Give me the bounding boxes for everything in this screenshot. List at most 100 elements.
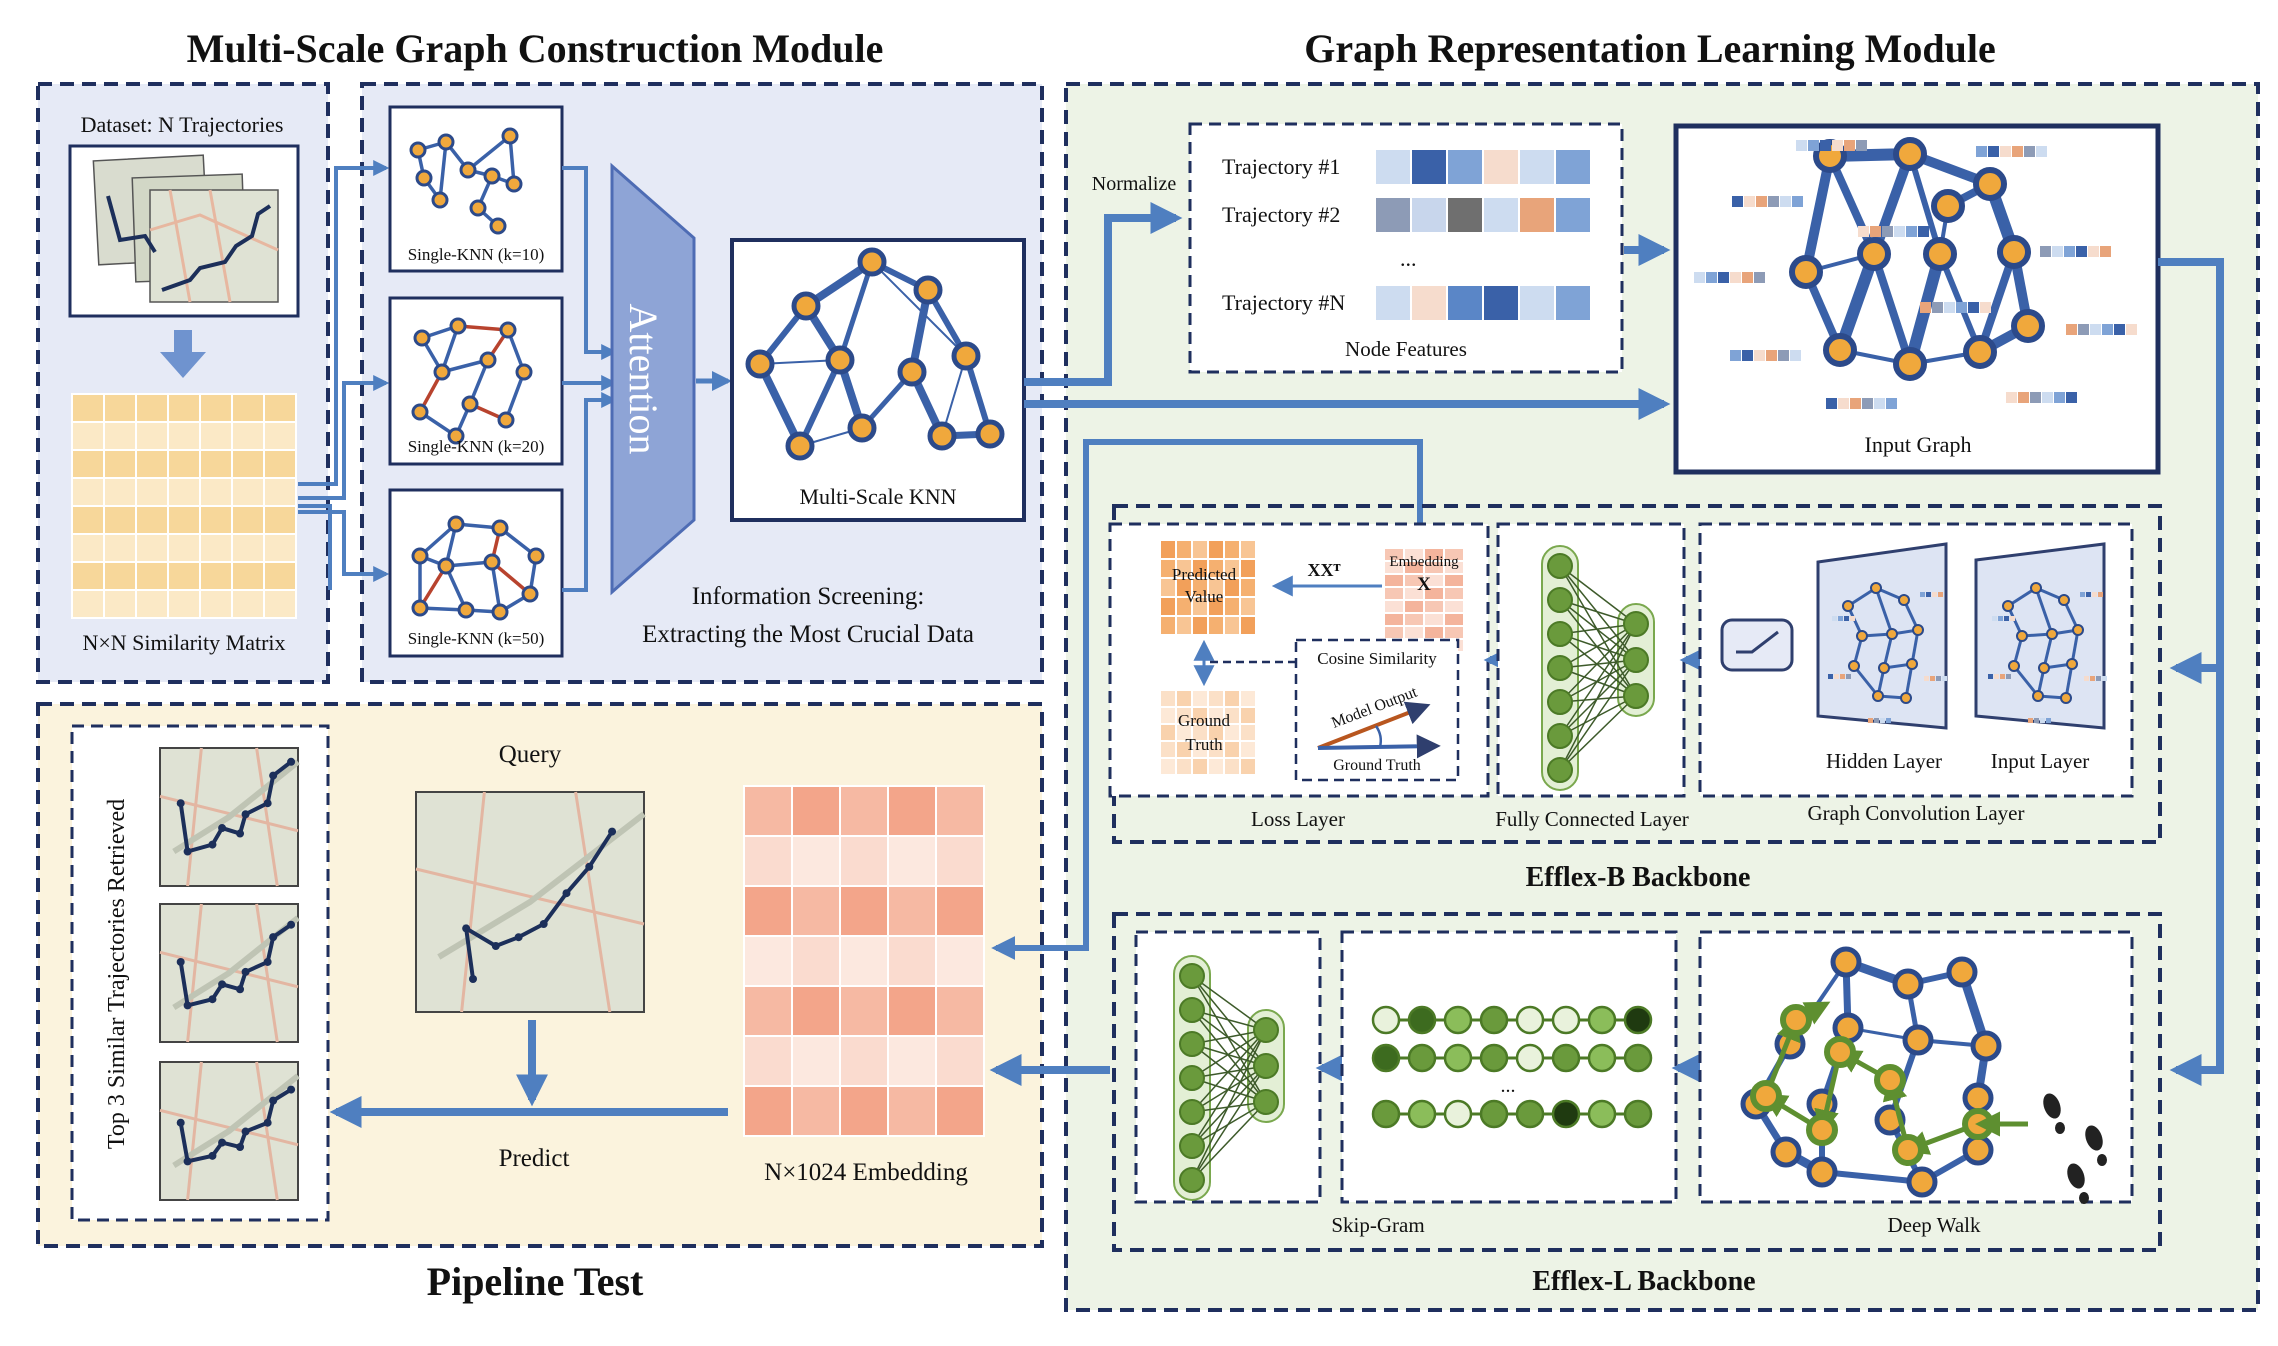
feature-strip-cell (1754, 272, 1765, 283)
feature-strip-cell (2084, 676, 2089, 681)
matrix-cell (199, 477, 233, 507)
walk-node (1479, 1005, 1509, 1035)
matrix-cell (135, 421, 169, 451)
fc-edge (1191, 1029, 1267, 1079)
embedding-cell (1383, 599, 1405, 614)
feature-strip-cell (1756, 196, 1767, 207)
fc-edge (1559, 623, 1637, 771)
feature-cell (1484, 150, 1518, 184)
predicted-cell (1207, 539, 1225, 560)
feature-strip-cell (1894, 226, 1905, 237)
trajectory-point (241, 810, 250, 819)
graph-edge (1869, 152, 1915, 256)
predicted-cell (1239, 596, 1257, 617)
feature-strip-cell (2096, 676, 2101, 681)
graph-node (1770, 1136, 1802, 1168)
trajectory-1-label: Trajectory #1 (1222, 154, 1340, 179)
feature-cell (1376, 150, 1410, 184)
matrix-cell (231, 589, 265, 619)
multiscale-knn-label: Multi-Scale KNN (799, 484, 956, 509)
walk-node (1371, 1099, 1401, 1129)
knn20-label: Single-KNN (k=20) (408, 437, 545, 456)
multiscale-output-arrows (1024, 202, 1671, 420)
feature-cell (1484, 198, 1518, 232)
trajectory-point (287, 1085, 296, 1094)
ground-truth-box-line2: Truth (1185, 735, 1223, 754)
embedding-output-cell (935, 1085, 985, 1137)
walk-visited-node (1806, 1114, 1838, 1146)
fc-edge (1191, 1009, 1267, 1103)
embedding-output-cell (743, 885, 793, 937)
feature-strip-cell (2066, 392, 2077, 403)
embedding-output-cell (743, 985, 793, 1037)
matrix-cell (71, 589, 105, 619)
graph-node (1789, 255, 1823, 289)
graph-node (1823, 333, 1857, 367)
matrix-cell (71, 393, 105, 423)
graph-node (1906, 1166, 1938, 1198)
graph-edge (871, 261, 967, 357)
graph-node (483, 167, 501, 185)
skipgram-network (1173, 955, 1285, 1201)
feature-strip-cell (1730, 350, 1741, 361)
input-layer-label: Input Layer (1991, 749, 2090, 773)
graph-edge (756, 362, 804, 448)
matrix-cell (135, 505, 169, 535)
feature-cell (1376, 198, 1410, 232)
embedding-output-cell (839, 1035, 889, 1087)
feature-strip-cell (2054, 392, 2065, 403)
matrix-cell (103, 589, 137, 619)
input-graph-to-backbones (2158, 258, 2224, 1086)
predicted-cell (1159, 615, 1177, 636)
ground-truth-box-line1: Ground (1178, 711, 1230, 730)
feature-strip-cell (1718, 272, 1729, 283)
feature-strip-cell (2078, 324, 2089, 335)
skipgram-label: Skip-Gram (1331, 1213, 1424, 1237)
matrix-cell (103, 477, 137, 507)
graph-node (897, 357, 927, 387)
embedding-output-cell (935, 885, 985, 937)
embedding-output-cell (743, 935, 793, 987)
ground-truth-cell (1175, 689, 1193, 708)
feature-strip-cell (2040, 246, 2051, 257)
feature-strip-cell (1856, 140, 1867, 151)
feature-strip-cell (1918, 226, 1929, 237)
matrix-cell (199, 505, 233, 535)
knn10-graph (409, 127, 523, 235)
graph-node (437, 133, 455, 151)
matrix-cell (231, 393, 265, 423)
ground-truth-cell (1159, 689, 1177, 708)
feature-strip-cell (1858, 226, 1869, 237)
predicted-cell (1239, 577, 1257, 598)
cosine-similarity-label: Cosine Similarity (1317, 649, 1437, 668)
feature-strip-cell (1828, 674, 1833, 679)
graph-node (491, 603, 509, 621)
trajectory-point (263, 799, 272, 808)
graph-node (2032, 690, 2044, 702)
graph-edge (837, 261, 875, 361)
feature-strip-cell (1998, 616, 2003, 621)
feature-strip-cell (1886, 398, 1897, 409)
embedding-cell (1383, 612, 1405, 627)
walk-sequences-box (1340, 930, 1678, 1204)
feature-strip-cell (1920, 592, 1925, 597)
embedding-output-cell (791, 885, 841, 937)
feature-strip-cell (1942, 676, 1947, 681)
feature-strip-cell (1846, 674, 1851, 679)
graph-node (433, 363, 451, 381)
graph-node (2060, 692, 2072, 704)
matrix-cell (167, 561, 201, 591)
feature-strip-cell (1780, 196, 1791, 207)
matrix-cell (135, 561, 169, 591)
embedding-cell (1443, 599, 1465, 614)
fc-node (1547, 553, 1573, 579)
graph-edge (1870, 252, 1914, 366)
feature-strip-cell (1936, 676, 1941, 681)
embedding-output-cell (935, 935, 985, 987)
trajectory-point (183, 1157, 192, 1166)
feature-cell (1556, 286, 1590, 320)
predicted-cell (1175, 615, 1193, 636)
matrix-cell (103, 561, 137, 591)
predicted-cell (1191, 539, 1209, 560)
